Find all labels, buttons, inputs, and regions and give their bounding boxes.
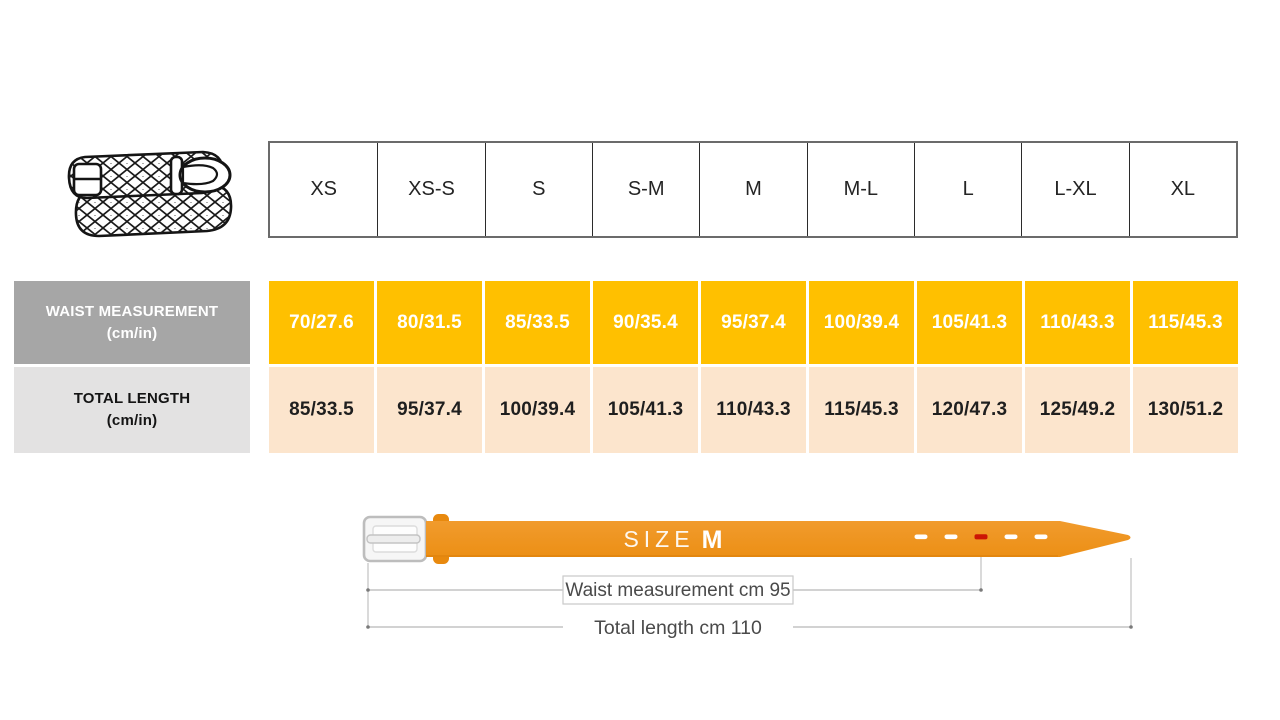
size-header-cell: L [914, 143, 1021, 236]
size-header-cell: M-L [806, 143, 914, 236]
braided-belt-icon [67, 150, 233, 238]
row-label-line1: WAIST MEASUREMENT [45, 302, 219, 320]
total-length-value-cell: 105/41.3 [593, 367, 698, 453]
waist-value-cell: 80/31.5 [377, 281, 482, 364]
total-length-annotation: Total length cm 110 [366, 617, 1133, 639]
total-length-value-cell: 85/33.5 [269, 367, 374, 453]
belt-measurement-diagram: SIZE M Waist measurement cm 95 Total len… [362, 514, 1133, 639]
total-length-value-cell: 100/39.4 [485, 367, 590, 453]
waist-value-cell: 105/41.3 [917, 281, 1022, 364]
waist-value-cell: 100/39.4 [809, 281, 914, 364]
total-length-value-cell: 115/45.3 [809, 367, 914, 453]
waist-value-cell: 110/43.3 [1025, 281, 1130, 364]
size-header-cell: S-M [592, 143, 699, 236]
belt-icon-buckle [72, 162, 103, 197]
size-header-cell: S [484, 143, 592, 236]
row-label-line2: (cm/in) [106, 412, 158, 429]
total-length-value-cell: 95/37.4 [377, 367, 482, 453]
waist-value-cell: 115/45.3 [1133, 281, 1238, 364]
size-header-cell: XL [1128, 143, 1236, 236]
size-value: M [702, 526, 723, 554]
total-length-value-cell: 120/47.3 [917, 367, 1022, 453]
size-header-cell: L-XL [1021, 143, 1128, 236]
waist-value-cell: 90/35.4 [593, 281, 698, 364]
row-label-waist: WAIST MEASUREMENT (cm/in) [14, 281, 250, 364]
size-header-cell: XS [310, 178, 337, 200]
row-label-line1: TOTAL LENGTH [73, 390, 191, 408]
waist-value-cell: 95/37.4 [701, 281, 806, 364]
total-length-value-cell: 130/51.2 [1133, 367, 1238, 453]
belt-holes-icon [914, 534, 1048, 540]
waist-value-cell: 70/27.6 [269, 281, 374, 364]
total-length-value-cell: 110/43.3 [701, 367, 806, 453]
waist-measurement-label: Waist measurement cm 95 [565, 580, 790, 601]
total-length-label: Total length cm 110 [594, 617, 762, 639]
belt-strap [426, 521, 1131, 557]
belt-buckle-icon [362, 515, 428, 563]
size-header-cell: M [699, 143, 806, 236]
total-length-value-cell: 125/49.2 [1025, 367, 1130, 453]
row-label-line2: (cm/in) [106, 324, 158, 342]
size-header-cell: XS-S [377, 143, 484, 236]
row-labels: WAIST MEASUREMENT (cm/in) TOTAL LENGTH (cm/… [14, 281, 250, 453]
row-label-total-length: TOTAL LENGTH (cm/in) [14, 367, 250, 453]
waist-measurement-annotation: Waist measurement cm 95 [366, 575, 983, 605]
size-label: SIZE [623, 526, 694, 552]
waist-value-cell: 85/33.5 [485, 281, 590, 364]
center-hole-marker [974, 534, 988, 540]
belt-icon-ring [178, 156, 232, 194]
